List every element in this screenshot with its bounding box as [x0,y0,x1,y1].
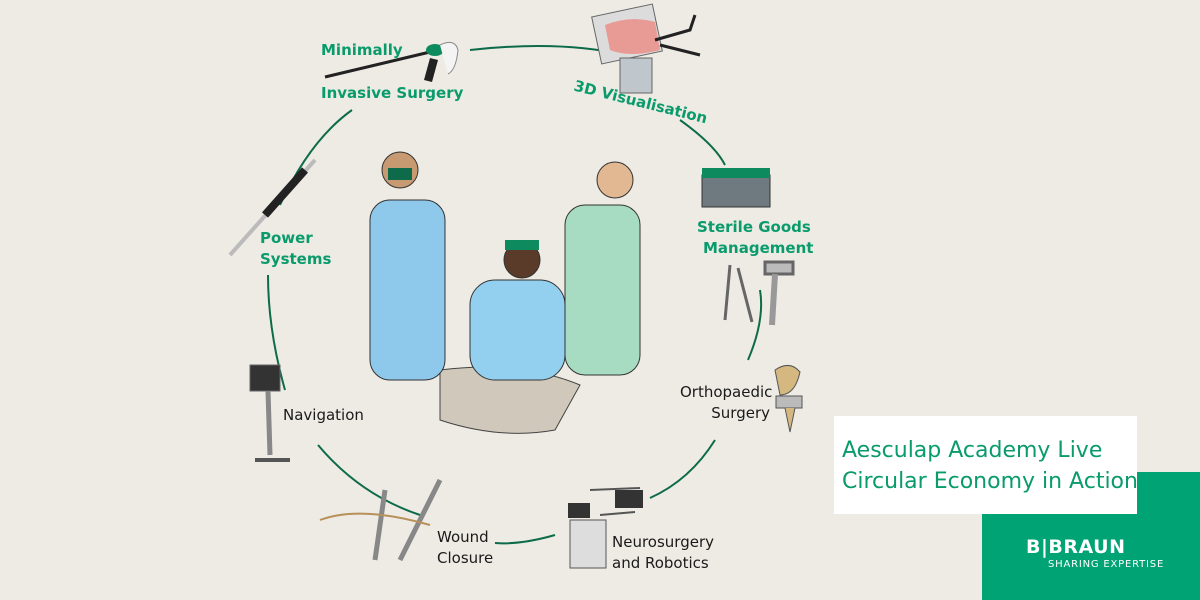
power-drill-icon [228,158,317,257]
monitor-3d-icon [591,3,701,94]
cycle-label-navigation: Navigation [283,406,364,424]
label-line: Management [703,239,814,257]
label-line: Orthopaedic [680,383,773,401]
cycle-label-orthopaedic: Orthopaedic Surgery [680,382,773,424]
label-line: Neurosurgery [612,533,714,551]
navigation-cart-icon [249,364,290,462]
event-title-line2: Circular Economy in Action [842,469,1138,494]
ring-arc [317,444,421,516]
label-line: Systems [260,250,332,268]
label-line: Surgery [711,404,770,422]
label-line: Minimally [321,41,403,59]
cycle-label-neurosurgery: Neurosurgery and Robotics [612,532,714,574]
label-line: Power [260,229,313,247]
ring-arc [649,439,716,499]
label-line: Closure [437,549,494,567]
label-line: Sterile Goods [697,218,811,236]
label-line: Wound [437,528,489,546]
robot-icon [568,487,643,569]
ring-arc [679,119,726,166]
surgeons-illustration [369,151,641,434]
cycle-label-sterile-goods: Sterile Goods Management [697,217,813,259]
label-line: Invasive Surgery [321,84,464,102]
sterile-container-icon [701,168,771,208]
laparoscopic-instrument-icon [324,41,459,82]
brand-tagline: SHARING EXPERTISE [1048,559,1165,570]
ring-arc [494,534,556,545]
bbraun-logo: B|BRAUN [1026,536,1126,558]
ring-arc [747,289,763,361]
orthopaedic-tools-icon [723,260,795,326]
event-title-line1: Aesculap Academy Live [842,438,1103,463]
cycle-label-wound-closure: Wound Closure [437,527,493,569]
event-title-box: Aesculap Academy Live Circular Economy i… [834,416,1138,514]
cycle-label-power-systems: Power Systems [260,228,331,270]
knee-implant-icon [774,365,803,433]
label-line: and Robotics [612,554,709,572]
ring-arc [267,274,286,391]
needle-holder-icon [319,478,443,562]
